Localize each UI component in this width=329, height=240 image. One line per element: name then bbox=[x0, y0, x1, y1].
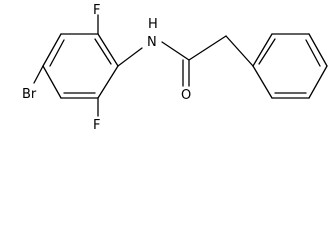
ring2-double-bond-inner-1 bbox=[258, 38, 276, 65]
chemical-structure-diagram: F H N O Br F bbox=[22, 3, 328, 133]
atom-label-fluorine-top: F bbox=[93, 3, 100, 18]
ring1-double-bond-inner-2 bbox=[49, 39, 65, 67]
ring1-bond-c3-c4 bbox=[42, 33, 62, 67]
ring2-bond-3 bbox=[308, 33, 328, 67]
bond-c1-n bbox=[117, 47, 143, 67]
bond-n-carbonyl bbox=[161, 41, 190, 61]
ring2-bond-6 bbox=[252, 65, 273, 99]
ring1-bond-c6-c1 bbox=[97, 65, 119, 99]
difluorobromophenyl-ring bbox=[42, 33, 119, 99]
bond-c4-br bbox=[33, 65, 44, 84]
atom-label-bromine: Br bbox=[22, 87, 37, 102]
bond-ch2-phenyl bbox=[225, 35, 254, 67]
phenyl-ring bbox=[252, 33, 328, 99]
ring2-bond-4 bbox=[308, 65, 328, 99]
ring1-bond-c4-c5 bbox=[42, 65, 62, 99]
ring1-double-bond-inner-1 bbox=[94, 38, 112, 65]
ring1-bond-c1-c2 bbox=[97, 33, 119, 67]
structure-canvas: F H N O Br F bbox=[22, 3, 328, 133]
ring2-double-bond-inner-2 bbox=[305, 39, 321, 67]
atom-label-fluorine-bottom: F bbox=[93, 118, 100, 133]
ring2-bond-1 bbox=[252, 33, 273, 67]
atom-label-oxygen: O bbox=[181, 88, 191, 103]
atom-label-hydrogen: H bbox=[148, 17, 158, 32]
bond-carbonyl-ch2 bbox=[188, 35, 227, 61]
atom-label-nitrogen: N bbox=[147, 35, 157, 50]
